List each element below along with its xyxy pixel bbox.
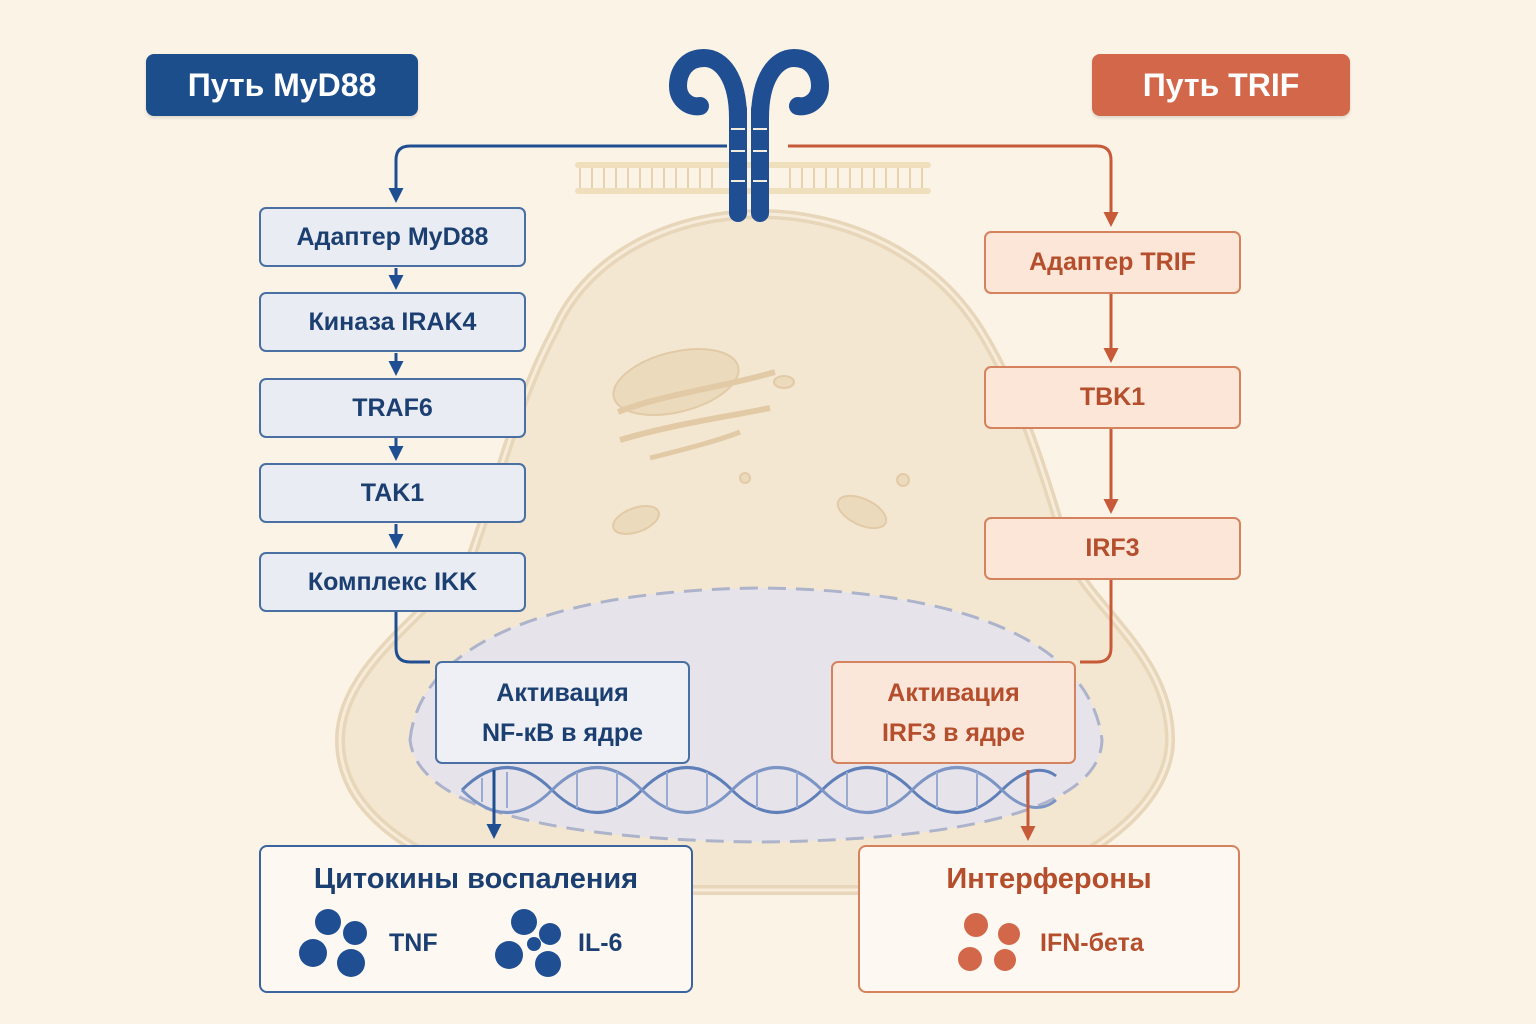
nucleus xyxy=(408,586,1104,844)
tnf-molecules-icon xyxy=(299,907,371,979)
organelles xyxy=(612,348,910,535)
myd88-arrows xyxy=(388,144,727,839)
trif-arrows xyxy=(788,144,1119,841)
step-ikk-complex: Комплекс IKK xyxy=(259,552,526,612)
step-trif-adapter: Адаптер TRIF xyxy=(984,231,1241,294)
step-irak4-kinase: Киназа IRAK4 xyxy=(259,292,526,352)
step-myd88-adapter: Адаптер MyD88 xyxy=(259,207,526,267)
interferons-box: Интерфероны IFN-бета xyxy=(858,845,1240,993)
il6-molecules-icon xyxy=(495,907,567,979)
ifn-beta-label: IFN-бета xyxy=(1040,929,1144,957)
ifn-beta-molecules-icon xyxy=(958,911,1024,975)
step-traf6: TRAF6 xyxy=(259,378,526,438)
dna-helix xyxy=(460,766,1057,814)
step-irf3: IRF3 xyxy=(984,517,1241,580)
irf3-activation-line1: Активация xyxy=(887,678,1020,707)
trif-pathway-title: Путь TRIF xyxy=(1092,54,1350,116)
irf3-activation-line2: IRF3 в ядре xyxy=(881,718,1026,747)
step-tak1: TAK1 xyxy=(259,463,526,523)
inflammatory-cytokines-box: Цитокины воспаления TNF IL-6 xyxy=(259,845,693,993)
irf3-activation-box: Активация IRF3 в ядре xyxy=(831,661,1076,764)
nfkb-activation-line2: NF-кВ в ядре xyxy=(481,718,644,747)
interferons-title: Интерфероны xyxy=(946,863,1152,895)
nfkb-activation-box: Активация NF-кВ в ядре xyxy=(435,661,690,764)
tlr-receptor-icon xyxy=(668,48,830,222)
step-tbk1: TBK1 xyxy=(984,366,1241,429)
nfkb-activation-line1: Активация xyxy=(496,678,629,707)
myd88-pathway-title: Путь MyD88 xyxy=(146,54,418,116)
tnf-label: TNF xyxy=(389,929,438,957)
il6-label: IL-6 xyxy=(578,929,623,957)
inflammatory-cytokines-title: Цитокины воспаления xyxy=(313,863,639,895)
